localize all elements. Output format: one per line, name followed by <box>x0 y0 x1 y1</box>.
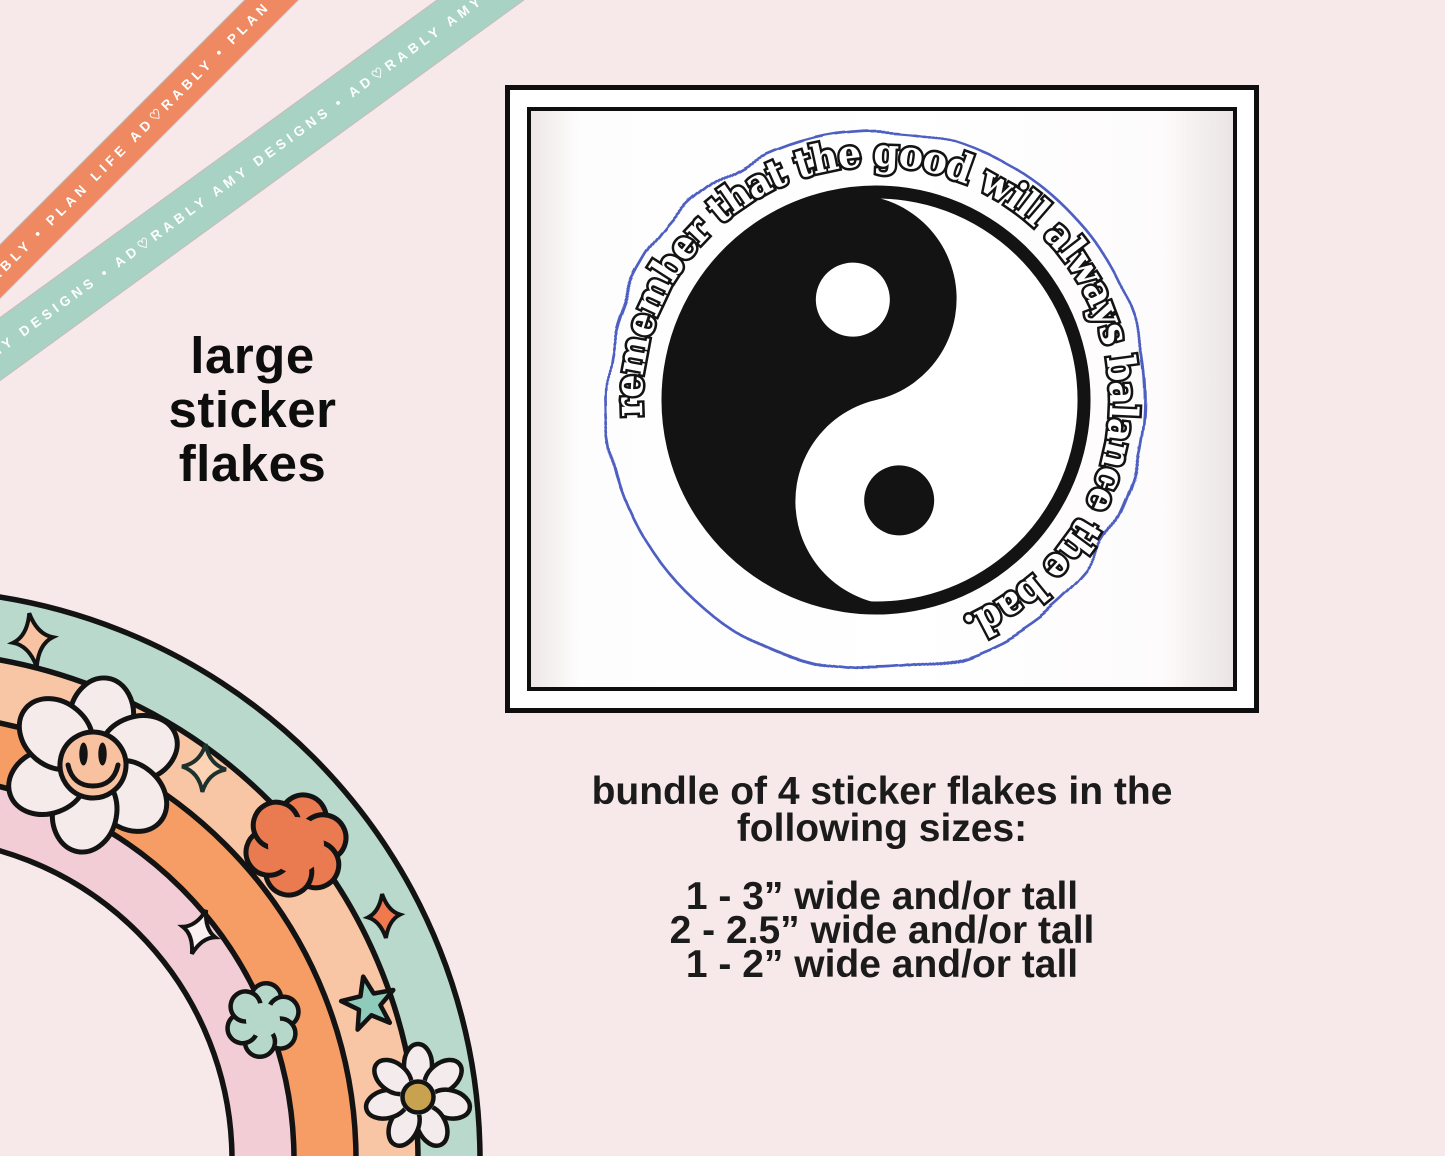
gold-daisy-icon <box>363 1041 473 1148</box>
smiley-daisy-icon <box>6 675 180 855</box>
yin-yang-icon <box>661 185 1091 615</box>
yang-dot-black <box>864 465 935 536</box>
bundle-details: bundle of 4 sticker flakes in the follow… <box>505 770 1259 986</box>
title-line-1: large <box>190 327 315 384</box>
peach-sparkle-icon <box>6 612 60 668</box>
coral-flower-icon <box>243 792 349 898</box>
page-title: large sticker flakes <box>100 329 405 491</box>
coral-sparkle-icon <box>362 893 406 939</box>
size-item-3: 1 - 2” wide and/or tall <box>685 943 1079 986</box>
title-line-2: sticker <box>168 381 337 438</box>
white-sparkle-icon <box>177 909 221 955</box>
teal-flower-icon <box>225 980 301 1060</box>
die-cut-outline <box>604 128 1148 672</box>
title-line-3: flakes <box>178 435 327 492</box>
size-item-1: 1 - 3” wide and/or tall <box>685 875 1079 918</box>
teal-star-icon <box>338 974 396 1032</box>
details-heading-line-1: bundle of 4 sticker flakes in the <box>591 770 1173 813</box>
details-heading-line-2: following sizes: <box>736 807 1028 850</box>
rainbow-decoration <box>0 594 483 1156</box>
light-sparkle-icon <box>181 743 227 793</box>
yin-dot-white <box>815 262 890 337</box>
size-item-2: 2 - 2.5” wide and/or tall <box>669 909 1095 952</box>
